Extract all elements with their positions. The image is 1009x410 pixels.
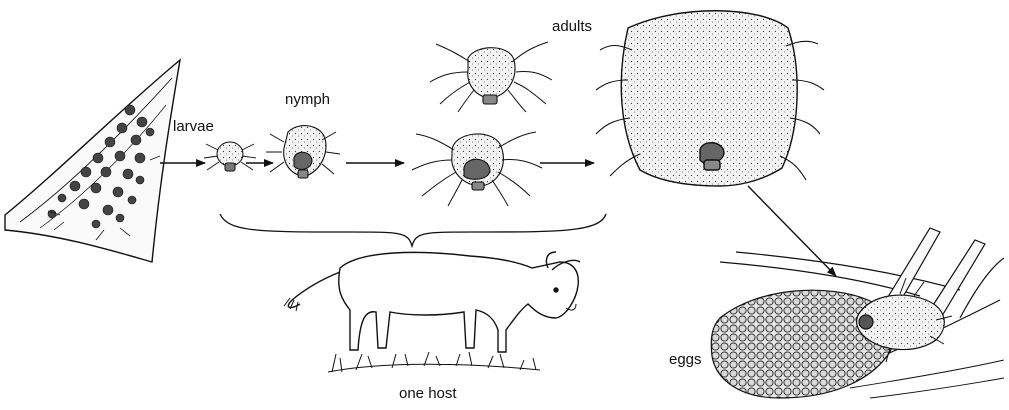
adult-tick-lower [412,132,542,206]
cow-host-drawing [284,252,580,352]
larva-drawing [204,142,256,171]
eggs-scene [711,228,1004,398]
grass-under-cow [328,352,540,372]
nymph-drawing [266,126,340,178]
engorged-female-tick [596,11,824,186]
adult-tick-upper [430,42,552,112]
label-eggs: eggs [669,351,702,368]
label-larvae: larvae [173,118,214,135]
grass-blade-with-larvae [5,60,180,262]
label-one-host: one host [399,385,457,402]
label-adults: adults [552,18,592,35]
label-nymph: nymph [285,91,330,108]
host-grouping-brace [220,214,606,246]
